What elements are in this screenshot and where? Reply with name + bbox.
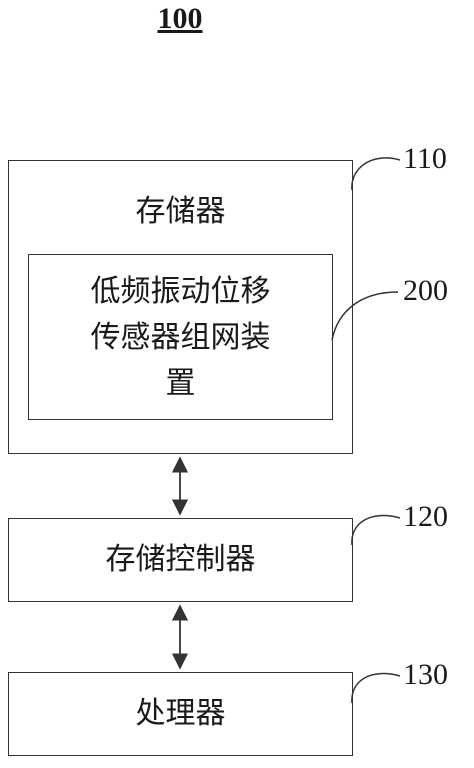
leader-200 bbox=[331, 291, 399, 341]
processor-block bbox=[8, 672, 353, 756]
ref-130: 130 bbox=[403, 658, 448, 691]
leader-120 bbox=[351, 514, 401, 546]
storage-controller-block bbox=[8, 518, 353, 602]
device-label-line1: 低频振动位移 bbox=[90, 274, 271, 309]
processor-label: 处理器 bbox=[135, 696, 226, 731]
ref-110: 110 bbox=[403, 142, 447, 175]
ref-120: 120 bbox=[403, 500, 448, 533]
storage-controller-label: 存储控制器 bbox=[105, 542, 256, 577]
memory-label: 存储器 bbox=[135, 194, 226, 229]
leader-130 bbox=[351, 672, 401, 704]
device-label-line2: 传感器组网装 bbox=[90, 320, 271, 355]
figure-number: 100 bbox=[157, 2, 203, 35]
ref-200: 200 bbox=[403, 274, 448, 307]
leader-110 bbox=[351, 157, 401, 191]
device-label-line3: 置 bbox=[165, 366, 196, 401]
